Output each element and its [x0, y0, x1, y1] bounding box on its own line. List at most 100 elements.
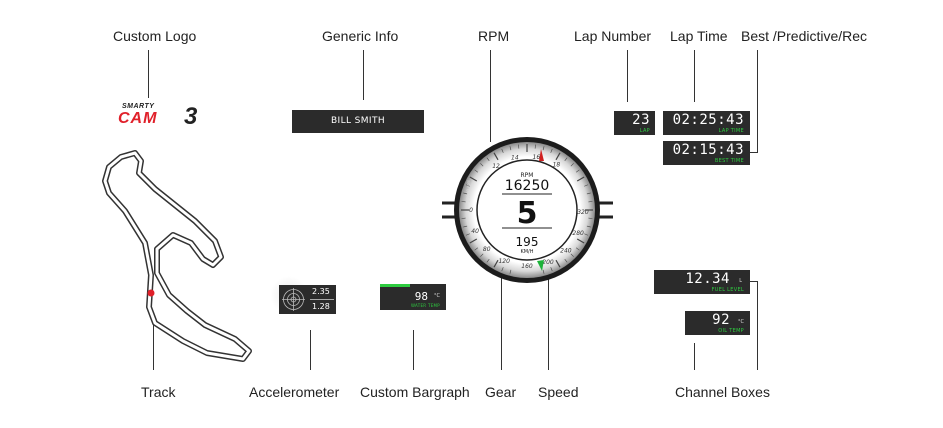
gauge-tick: [518, 144, 520, 149]
leader-line-lap-time: [694, 50, 695, 102]
speed-tick-label: 240: [560, 247, 572, 254]
leader-line-logo: [148, 50, 149, 98]
gauge-tick: [480, 253, 484, 257]
gear-value: 5: [517, 196, 538, 231]
gauge-tick: [584, 233, 589, 236]
gauge-tick: [509, 269, 512, 274]
oil-temp-unit: °C: [738, 319, 744, 325]
label-generic-info: Generic Info: [322, 28, 399, 44]
gauge-tick: [469, 176, 478, 182]
rpm-tick-label: 12: [492, 163, 500, 170]
leader-line-track: [153, 316, 154, 370]
gauge-tick: [501, 148, 504, 153]
speed-unit: KM/H: [520, 249, 533, 255]
fuel-level-value: 12.34: [685, 271, 730, 287]
gauge-side-label: 1/1000 rpm: [466, 179, 471, 203]
gauge-tick: [509, 146, 512, 151]
speed-tick-label: 320: [577, 209, 589, 216]
leader-line-channel-oil: [694, 343, 695, 370]
gauge-tick: [463, 192, 468, 195]
leader-line-speed: [548, 262, 549, 370]
lap-time-caption: LAP TIME: [718, 128, 744, 134]
accel-lateral-value: 2.35: [312, 287, 330, 296]
logo-number: 3: [184, 103, 198, 130]
leader-line-gear: [501, 212, 502, 370]
gauge-tick: [465, 233, 470, 236]
oil-temp-caption: OIL TEMP: [718, 328, 744, 334]
lap-time-value: 02:25:43: [672, 112, 744, 128]
gauge-ticks: [461, 144, 593, 274]
gauge-tick: [465, 184, 470, 187]
label-custom-logo: Custom Logo: [113, 28, 197, 44]
gauge-tick: [564, 259, 568, 263]
gauge-tick: [570, 163, 574, 167]
logo-top-text: SMARTY: [122, 103, 155, 110]
gauge-tick: [461, 217, 466, 219]
bargraph-caption: WATER TEMP: [410, 303, 440, 308]
gauge-core: [442, 137, 613, 283]
label-custom-bargraph: Custom Bargraph: [360, 384, 470, 400]
fuel-level-caption: FUEL LEVEL: [711, 287, 744, 293]
gauge-tick: [576, 169, 580, 173]
smartycam-logo: SMARTY CAM 3: [118, 103, 223, 133]
leader-line-channel-fuel: [757, 281, 758, 370]
gauge-tick: [564, 157, 568, 161]
label-lap-time: Lap Time: [670, 28, 728, 44]
leader-line-lap-number: [627, 50, 628, 102]
bargraph-value: 98: [414, 290, 428, 303]
lap-number-value: 23: [632, 112, 650, 128]
gauge-tick: [555, 259, 561, 268]
speed-tick-label: 80: [483, 246, 491, 253]
speed-value: 195: [516, 235, 539, 249]
speed-tick-label: 40: [471, 228, 479, 235]
label-speed: Speed: [538, 384, 579, 400]
rpm-caption: RPM: [521, 172, 534, 179]
lap-number-box: 23 LAP: [614, 111, 655, 135]
gauge-tick: [586, 192, 591, 195]
gauge-tick: [588, 217, 593, 219]
fuel-level-box: 12.34 L FUEL LEVEL: [654, 270, 750, 294]
gauge-tick: [480, 163, 484, 167]
gauge-tick: [469, 238, 478, 244]
speed-needle: [537, 260, 544, 271]
track-position-marker: [147, 289, 155, 297]
track-map: [102, 150, 252, 362]
rpm-tick-label: 16: [533, 154, 541, 161]
leader-line-generic-info: [363, 50, 364, 100]
gauge-tick: [584, 184, 589, 187]
gauge-tick: [486, 259, 490, 263]
logo-main-text: CAM: [118, 110, 158, 127]
leader-line-rpm: [490, 50, 491, 142]
label-track: Track: [141, 384, 176, 400]
best-time-value: 02:15:43: [672, 142, 744, 158]
gauge-tick: [550, 267, 553, 272]
leader-line-best-vertical: [757, 50, 758, 153]
crosshair-icon: [282, 288, 305, 311]
leader-line-bargraph: [413, 330, 414, 370]
gauge-tick: [493, 152, 499, 161]
speed-tick-label: 280: [572, 230, 584, 237]
gauge-tick: [586, 225, 591, 228]
speed-tick-label: 0: [469, 207, 473, 214]
oil-temp-box: 92 °C OIL TEMP: [685, 311, 750, 335]
generic-info-box: BILL SMITH: [292, 110, 424, 133]
gauge-tick: [542, 269, 545, 274]
accel-divider: [310, 299, 334, 300]
gauge-tick: [588, 201, 593, 203]
gauge-tick: [570, 253, 574, 257]
gauge-tick: [576, 238, 585, 244]
gauge-tick: [550, 148, 553, 153]
gauge-tick: [463, 225, 468, 228]
leader-line-accelerometer: [310, 330, 311, 370]
lap-time-box: 02:25:43 LAP TIME: [663, 111, 750, 135]
gauge-tick: [474, 247, 478, 251]
rpm-tick-label: 18: [553, 162, 561, 169]
leader-line-channel-fuel-tick: [750, 281, 758, 282]
gauge-face: [476, 159, 578, 261]
gauge-tick: [534, 144, 536, 149]
gauge-tick: [501, 267, 504, 272]
rpm-needle: [539, 149, 544, 161]
gauge-tick: [461, 201, 466, 203]
rpm-tick-label: 14: [511, 154, 519, 161]
